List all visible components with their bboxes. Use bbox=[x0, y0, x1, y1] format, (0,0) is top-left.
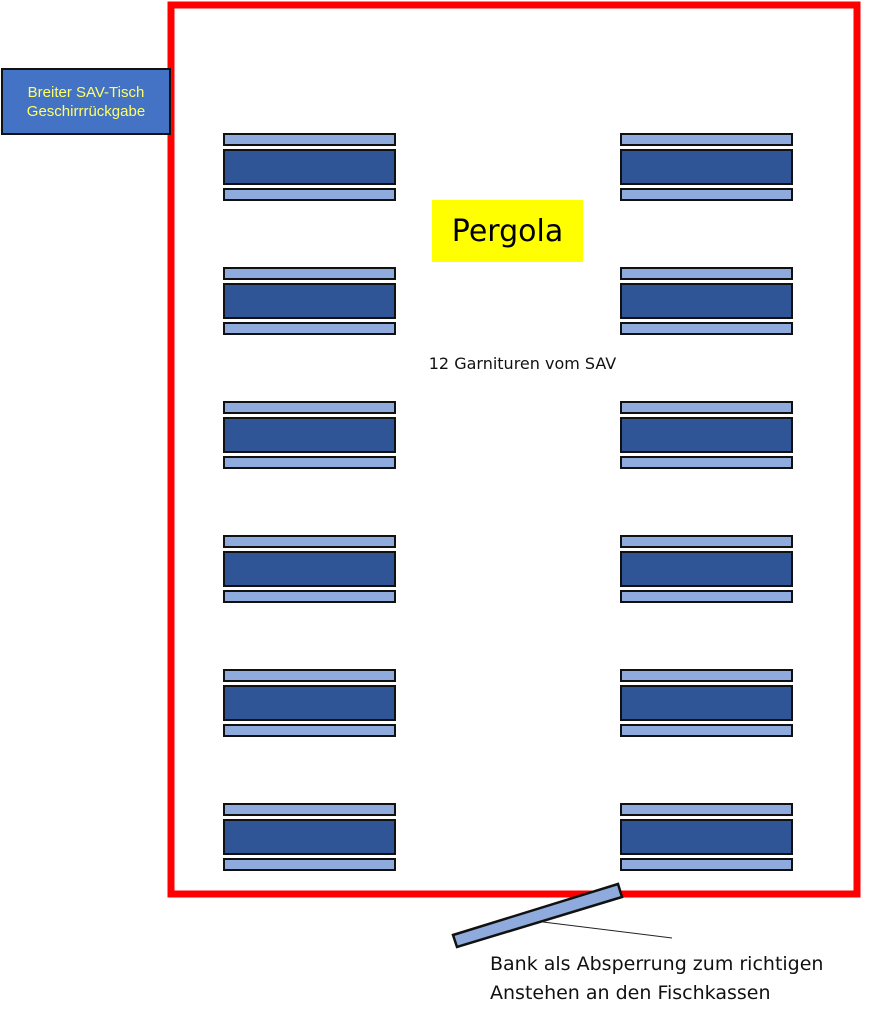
bench bbox=[620, 535, 793, 548]
bench bbox=[223, 267, 396, 280]
table bbox=[223, 417, 396, 453]
pergola-boundary bbox=[167, 1, 861, 898]
bench bbox=[223, 669, 396, 682]
bench bbox=[223, 322, 396, 335]
pergola-label: Pergola bbox=[432, 200, 583, 262]
bench bbox=[620, 456, 793, 469]
garnituren-group bbox=[223, 133, 793, 871]
bench bbox=[223, 456, 396, 469]
bench bbox=[223, 535, 396, 548]
table bbox=[620, 685, 793, 721]
bench bbox=[620, 590, 793, 603]
table bbox=[620, 283, 793, 319]
table bbox=[620, 819, 793, 855]
garnituren-label: 12 Garnituren vom SAV bbox=[428, 354, 617, 373]
sav-return-table: Breiter SAV-Tisch Geschirrrückgabe bbox=[1, 68, 171, 135]
bench bbox=[223, 724, 396, 737]
bench bbox=[620, 724, 793, 737]
table bbox=[223, 819, 396, 855]
sav-table-line2: Geschirrrückgabe bbox=[26, 102, 146, 120]
barrier-bench bbox=[451, 882, 624, 949]
table bbox=[223, 685, 396, 721]
bench bbox=[620, 322, 793, 335]
bench bbox=[620, 188, 793, 201]
callout-line bbox=[542, 921, 673, 939]
bench bbox=[620, 858, 793, 871]
bench bbox=[620, 133, 793, 146]
bench bbox=[223, 590, 396, 603]
bench bbox=[223, 133, 396, 146]
bench bbox=[223, 401, 396, 414]
bench bbox=[223, 858, 396, 871]
bench bbox=[223, 188, 396, 201]
bench bbox=[620, 669, 793, 682]
bench bbox=[620, 401, 793, 414]
bank-note-line1: Bank als Absperrung zum richtigen bbox=[490, 953, 824, 975]
sav-table-line1: Breiter SAV-Tisch bbox=[27, 83, 145, 101]
table bbox=[620, 551, 793, 587]
bank-note-line2: Anstehen an den Fischkassen bbox=[490, 982, 771, 1004]
bank-note: Bank als Absperrung zum richtigen Ansteh… bbox=[490, 950, 823, 1008]
table bbox=[620, 149, 793, 185]
table bbox=[620, 417, 793, 453]
table bbox=[223, 149, 396, 185]
bench bbox=[620, 803, 793, 816]
bench bbox=[620, 267, 793, 280]
bench bbox=[223, 803, 396, 816]
table bbox=[223, 283, 396, 319]
table bbox=[223, 551, 396, 587]
